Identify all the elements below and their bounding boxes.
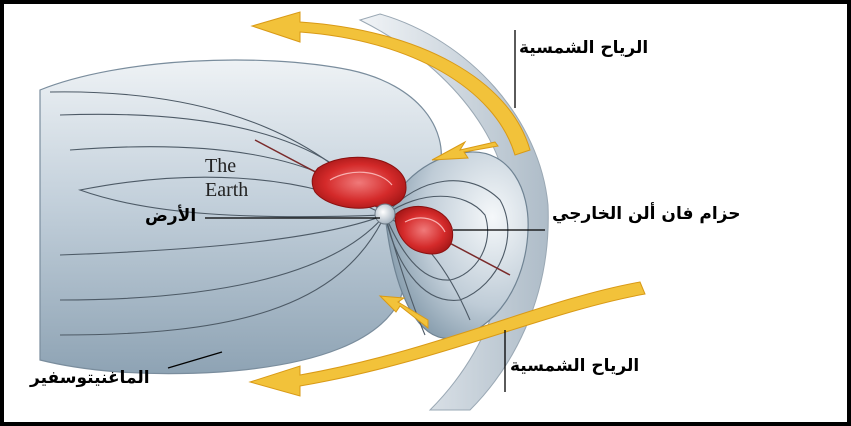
outer-belt-label: حزام فان ألن الخارجي (552, 204, 741, 224)
earth (375, 204, 395, 224)
solar-wind-label-top: الرياح الشمسية (519, 38, 648, 58)
earth-label-english: The Earth (205, 154, 248, 202)
earth-label-line1: The (205, 154, 248, 178)
earth-label-arabic: الأرض (145, 206, 196, 226)
earth-label-line2: Earth (205, 178, 248, 202)
magnetosphere-label: الماغنيتوسفير (30, 368, 150, 388)
solar-wind-label-bottom: الرياح الشمسية (510, 356, 639, 376)
